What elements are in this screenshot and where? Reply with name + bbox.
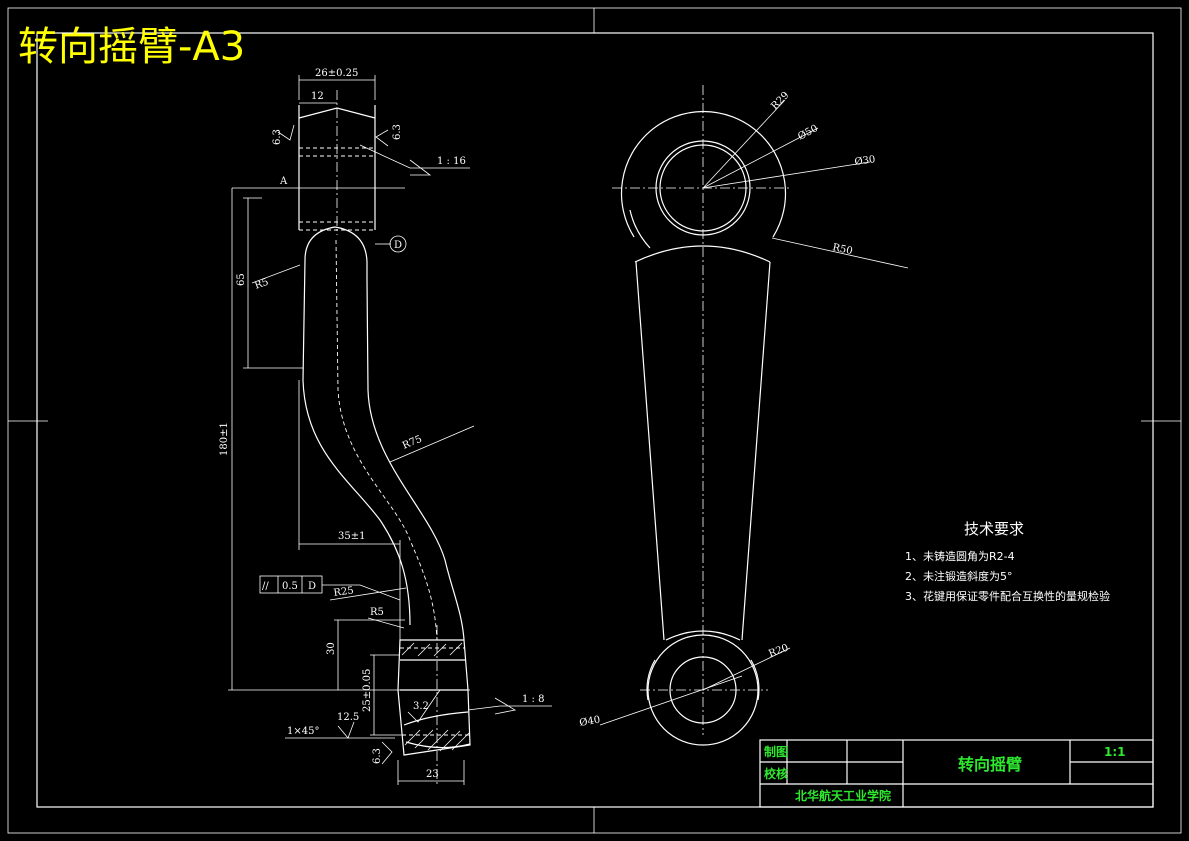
dim-total-height: 180±1: [219, 422, 230, 456]
tech-heading: 技术要求: [964, 520, 1024, 538]
front-phi40: Ø40: [579, 714, 602, 728]
rough-right: 6.3: [392, 124, 403, 140]
front-phi50: Ø50: [796, 123, 820, 143]
tol-value: 0.5: [282, 581, 298, 592]
radius-5: R5: [370, 607, 384, 618]
section-mark: A: [279, 176, 288, 187]
title-block: 制图 校核 转向摇臂 1:1 北华航天工业学院: [759, 739, 1154, 808]
rough-32: 3.2: [413, 701, 429, 712]
taper-bottom: 1 : 8: [522, 694, 544, 705]
front-view: R29 Ø50 Ø30 R50 R20 Ø40: [579, 85, 909, 746]
tech-item-3: 3、花键用保证零件配合互换性的量规检验: [905, 589, 1110, 603]
tol-symbol: //: [262, 581, 269, 592]
sheet-title: 转向摇臂-A3: [18, 24, 245, 70]
checked-label: 校核: [764, 766, 788, 781]
side-view: 26±0.25 12 6.3 6.3 1 : 16 A D 65 R5 180±…: [219, 68, 552, 785]
dim-top-width: 26±0.25: [315, 68, 358, 79]
dim-inner-width: 12: [311, 91, 324, 102]
rough-125: 12.5: [337, 712, 359, 723]
drawn-label: 制图: [764, 744, 788, 759]
tech-item-2: 2、未注锻造斜度为5°: [905, 569, 1013, 583]
radius-25: R25: [333, 585, 355, 599]
dim-offset-35: 35±1: [338, 531, 365, 542]
outer-frame: [7, 7, 1182, 834]
inner-frame: [36, 32, 1154, 808]
front-phi30: Ø30: [854, 154, 876, 168]
tol-datum: D: [308, 581, 316, 592]
school-name: 北华航天工业学院: [795, 788, 891, 803]
front-r29: R29: [769, 90, 791, 112]
dim-65: 65: [236, 273, 247, 286]
scale: 1:1: [1104, 745, 1126, 759]
tech-item-1: 1、未铸造圆角为R2-4: [905, 549, 1015, 563]
rough-bottom: 6.3: [372, 748, 383, 764]
front-r50: R50: [831, 242, 853, 257]
dim-23: 23: [426, 769, 439, 780]
front-r20: R20: [767, 643, 790, 660]
radius-15: R5: [253, 277, 270, 292]
datum-label: D: [394, 240, 402, 251]
dim-25: 25±0.05: [362, 669, 373, 712]
centering-marks: [8, 8, 1181, 833]
part-name: 转向摇臂: [958, 755, 1022, 774]
taper-top: 1 : 16: [437, 156, 466, 167]
rough-left: 6.3: [272, 129, 283, 145]
tech-requirements: 技术要求 1、未铸造圆角为R2-4 2、未注锻造斜度为5° 3、花键用保证零件配…: [905, 520, 1110, 603]
chamfer: 1×45°: [287, 726, 319, 737]
dim-30: 30: [326, 642, 337, 655]
